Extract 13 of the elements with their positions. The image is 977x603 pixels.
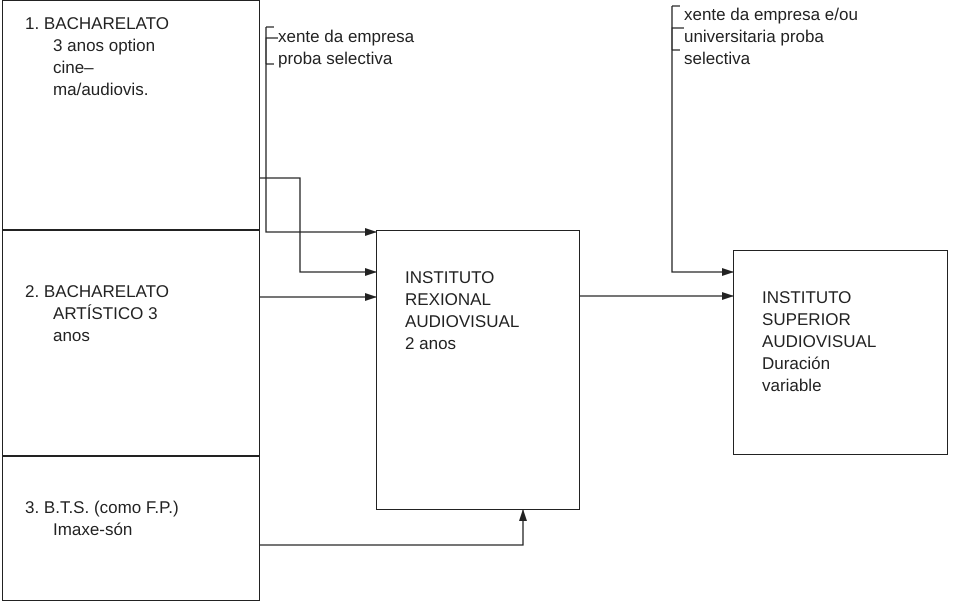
arrow [671,27,734,276]
process-box: 3. B.T.S. (como F.P.) Imaxe-són [2,456,260,601]
arrow [260,293,377,301]
arrow [260,509,527,546]
arrow [260,177,377,276]
process-box: INSTITUTO REXIONAL AUDIOVISUAL 2 anos [376,230,580,510]
process-box: INSTITUTO SUPERIOR AUDIOVISUAL Duración variable [733,250,948,455]
process-box: 1. BACHARELATO 3 anos option cine–ma/audiovis. [2,0,260,230]
arrow [265,37,377,236]
note-text: xente da empresa e/ou universitaria proba selectiva [684,4,964,74]
arrow [580,292,734,300]
note-text: xente da empresa proba selectiva [278,26,468,74]
process-box: 2. BACHARELATO ARTÍSTICO 3 anos [2,230,260,456]
